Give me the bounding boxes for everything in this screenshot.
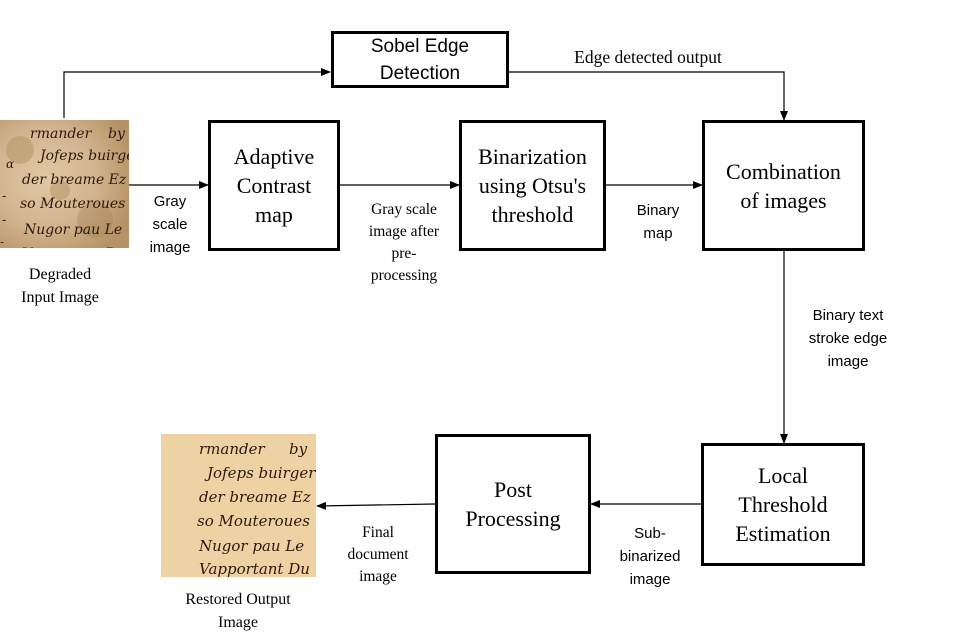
gray-scale-label: Gray scale image bbox=[149, 193, 191, 256]
preprocessed-label: Gray scale image after pre- processing bbox=[368, 201, 440, 284]
arrow-post-to-output bbox=[316, 501, 436, 510]
svg-text:-: - bbox=[0, 235, 4, 248]
stroke-edge-label: Binary text stroke edge image bbox=[808, 307, 888, 370]
binarization-box: Binarization using Otsu's threshold bbox=[459, 120, 606, 251]
svg-text:rmander: rmander bbox=[30, 126, 93, 142]
svg-text:Jofeps buirgeron: Jofeps buirgeron bbox=[37, 148, 129, 164]
final-document-label: Final document image bbox=[347, 524, 409, 585]
combination-label: Combination of images bbox=[726, 158, 841, 213]
svg-text:rmander: rmander bbox=[199, 440, 265, 458]
svg-text:so Mouteroues: so Mouteroues bbox=[20, 196, 125, 212]
svg-text:der breame Ez: der breame Ez bbox=[199, 488, 311, 506]
arrow-sobel-to-combination bbox=[508, 71, 788, 121]
svg-text:Jofeps buirgeron: Jofeps buirgeron bbox=[204, 464, 316, 482]
svg-text:by: by bbox=[289, 440, 308, 458]
svg-text:Vapportant Du: Vapportant Du bbox=[22, 246, 126, 248]
input-image-caption: Degraded Input Image bbox=[21, 266, 99, 306]
local-label: Local Threshold Estimation bbox=[735, 463, 831, 546]
adaptive-label: Adaptive Contrast map bbox=[233, 144, 315, 227]
sub-binarized-label: Sub- binarized image bbox=[619, 525, 681, 588]
post-processing-box: Post Processing bbox=[435, 434, 591, 574]
binarization-label: Binarization using Otsu's threshold bbox=[478, 144, 587, 227]
adaptive-contrast-map-box: Adaptive Contrast map bbox=[208, 120, 340, 251]
svg-text:ɑ: ɑ bbox=[6, 157, 14, 171]
sobel-label: Sobel Edge Detection bbox=[370, 35, 470, 84]
svg-text:-: - bbox=[2, 213, 6, 228]
svg-text:Nugor pau Le: Nugor pau Le bbox=[198, 537, 304, 555]
sobel-edge-detection-box: Sobel Edge Detection bbox=[331, 31, 509, 88]
svg-text:Nugor pau Le: Nugor pau Le bbox=[23, 222, 122, 238]
svg-text:by: by bbox=[108, 126, 126, 142]
combination-box: Combination of images bbox=[702, 120, 865, 251]
degraded-input-image: | rmander by Jofeps buirgeron ɑ der brea… bbox=[0, 120, 129, 248]
output-image-caption: Restored Output Image bbox=[185, 591, 291, 631]
svg-text:so Mouteroues: so Mouteroues bbox=[197, 512, 310, 530]
binary-map-label: Binary map bbox=[636, 202, 680, 242]
arrow-input-to-sobel bbox=[63, 68, 331, 118]
svg-text:der breame Ez: der breame Ez bbox=[22, 172, 127, 188]
restored-output-image: rmander by Jofeps buirgeron der breame E… bbox=[161, 434, 316, 577]
edge-detected-output-label: Edge detected output bbox=[574, 47, 722, 67]
local-threshold-box: Local Threshold Estimation bbox=[701, 443, 865, 566]
svg-text:-: - bbox=[2, 189, 6, 204]
svg-text:Vapportant Du: Vapportant Du bbox=[199, 560, 310, 577]
post-label: Post Processing bbox=[465, 477, 561, 531]
